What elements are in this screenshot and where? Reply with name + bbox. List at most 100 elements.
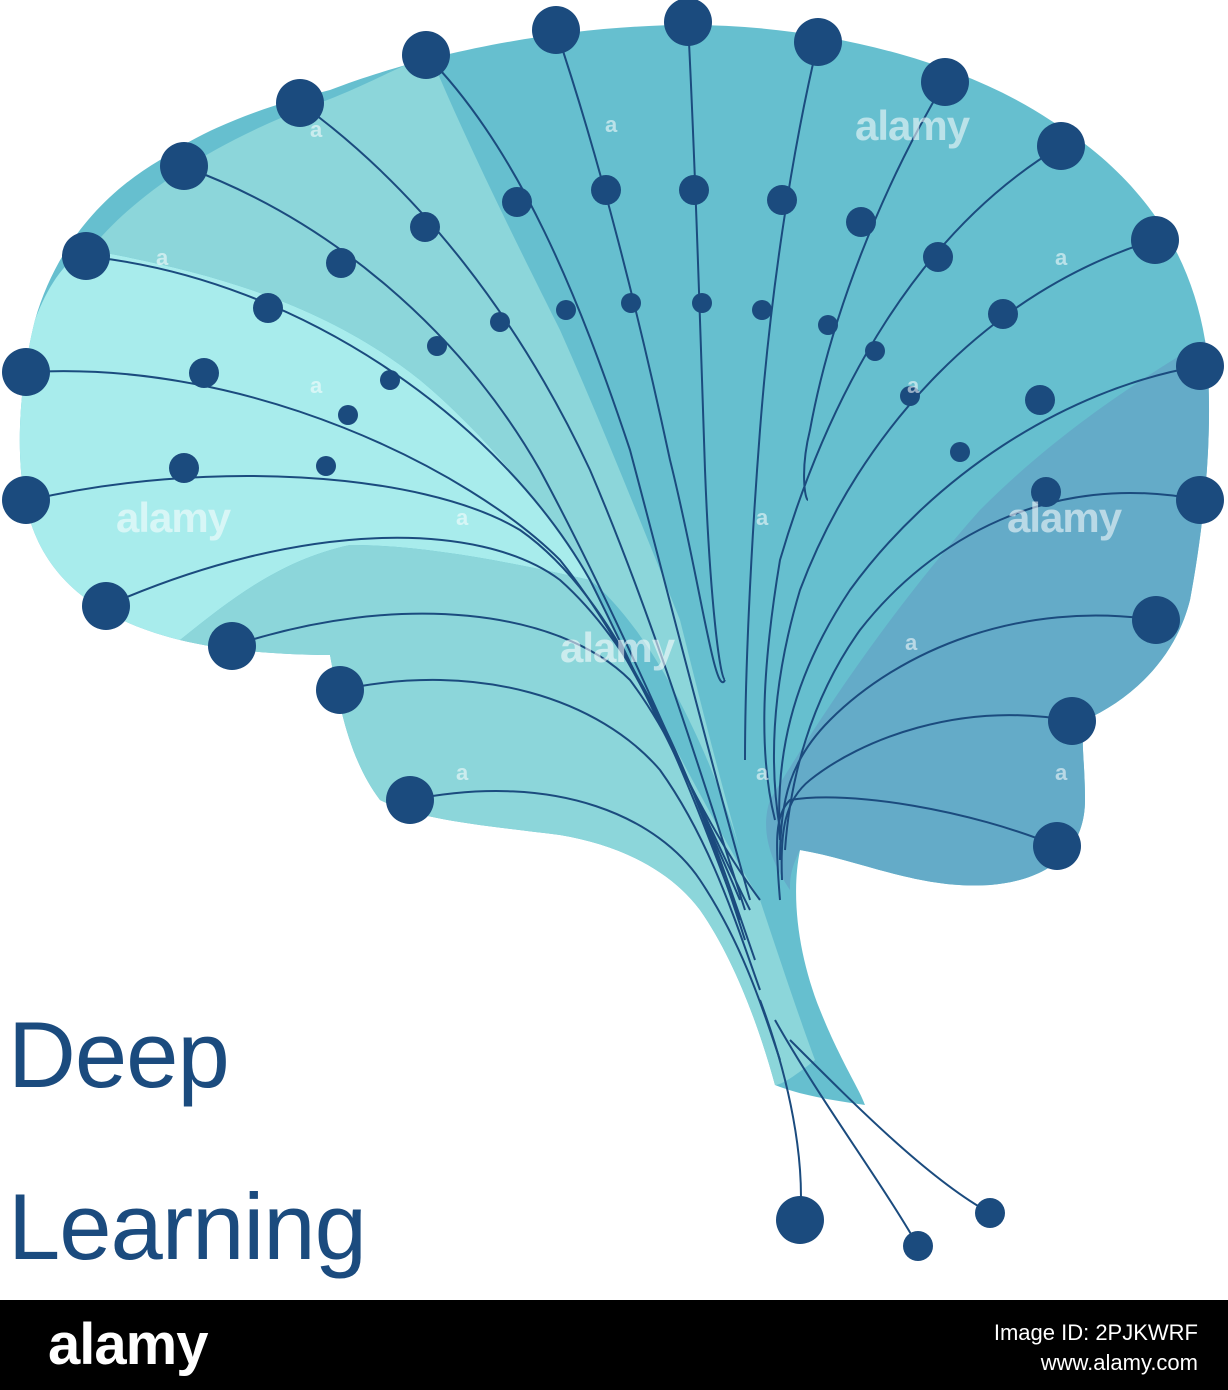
brain-region-right	[766, 340, 1210, 890]
node-circle-icon	[921, 58, 969, 106]
stock-footer-bar: alamy Image ID: 2PJKWRF www.alamy.com	[0, 1300, 1228, 1390]
connection-line	[29, 475, 741, 921]
node-circle-icon	[846, 207, 876, 237]
node-circle-icon	[1037, 122, 1085, 170]
node-circle-icon	[276, 79, 324, 127]
node-circle-icon	[1033, 822, 1081, 870]
node-circle-icon	[1025, 385, 1055, 415]
connection-line	[773, 239, 1156, 831]
node-circle-icon	[752, 300, 772, 320]
node-circle-icon	[160, 142, 208, 190]
connection-line	[687, 21, 726, 681]
connection-line	[778, 365, 1201, 841]
connection-line	[231, 612, 756, 961]
brain-neural-network-icon	[2, 0, 1224, 1261]
alamy-watermark-icon: a	[456, 760, 469, 785]
alamy-logo: alamy	[48, 1312, 208, 1377]
node-circle-icon	[556, 300, 576, 320]
node-circle-icon	[818, 315, 838, 335]
connection-line	[299, 102, 746, 911]
image-id-label: Image ID: 2PJKWRF	[993, 1320, 1198, 1345]
alamy-watermark-icon: a	[310, 373, 323, 398]
node-circle-icon	[903, 1231, 933, 1261]
connection-line	[744, 41, 819, 761]
connection-line	[774, 1019, 919, 1247]
node-circle-icon	[1031, 477, 1061, 507]
connection-line	[779, 614, 1157, 861]
node-circle-icon	[664, 0, 712, 46]
alamy-watermark-icon: a	[907, 373, 920, 398]
node-circle-icon	[326, 248, 356, 278]
alamy-watermark-icon: a	[605, 112, 618, 137]
node-circle-icon	[427, 336, 447, 356]
alamy-watermark-icon: alamy	[1007, 494, 1122, 541]
node-circle-icon	[402, 31, 450, 79]
connection-line	[184, 166, 741, 901]
node-circle-icon	[621, 293, 641, 313]
title-learning: Learning	[8, 1174, 367, 1279]
node-circle-icon	[794, 18, 842, 66]
node-circle-icon	[2, 348, 50, 396]
connection-line	[763, 145, 1062, 821]
node-circle-icon	[865, 341, 885, 361]
node-circle-icon	[1176, 342, 1224, 390]
node-circle-icon	[502, 187, 532, 217]
alamy-watermark-icon: alamy	[855, 102, 970, 149]
alamy-watermark-icon: a	[905, 630, 918, 655]
site-url: www.alamy.com	[1040, 1350, 1198, 1375]
neural-nodes	[2, 0, 1224, 1261]
node-circle-icon	[169, 453, 199, 483]
node-circle-icon	[386, 776, 434, 824]
node-circle-icon	[2, 476, 50, 524]
node-circle-icon	[1131, 216, 1179, 264]
alamy-watermark-icon: alamy	[560, 624, 675, 671]
brain-region-left	[19, 250, 590, 640]
connection-line	[425, 54, 751, 901]
connection-line	[789, 1039, 991, 1214]
footer-meta: Image ID: 2PJKWRF www.alamy.com	[994, 1318, 1198, 1378]
brain-region-upper-mid	[90, 55, 740, 850]
node-circle-icon	[82, 582, 130, 630]
connection-line	[339, 679, 761, 991]
node-circle-icon	[950, 442, 970, 462]
node-circle-icon	[1176, 476, 1224, 524]
alamy-watermark-icon: alamy	[116, 494, 231, 541]
connection-line	[776, 796, 1058, 901]
node-circle-icon	[776, 1196, 824, 1244]
node-circle-icon	[767, 185, 797, 215]
connection-line	[784, 492, 1201, 851]
node-circle-icon	[1132, 596, 1180, 644]
node-circle-icon	[338, 405, 358, 425]
node-circle-icon	[1048, 697, 1096, 745]
title-deep: Deep	[8, 1002, 230, 1107]
node-circle-icon	[410, 212, 440, 242]
node-circle-icon	[62, 232, 110, 280]
node-circle-icon	[316, 666, 364, 714]
connection-line	[409, 790, 781, 1061]
alamy-watermark-icon: a	[156, 245, 169, 270]
node-circle-icon	[591, 175, 621, 205]
node-circle-icon	[490, 312, 510, 332]
node-circle-icon	[923, 242, 953, 272]
neural-connections	[29, 21, 1201, 1247]
node-circle-icon	[532, 6, 580, 54]
node-circle-icon	[679, 175, 709, 205]
node-circle-icon	[988, 299, 1018, 329]
node-circle-icon	[316, 456, 336, 476]
alamy-watermark-icon: a	[456, 505, 469, 530]
alamy-watermark-icon: a	[1055, 245, 1068, 270]
node-circle-icon	[900, 386, 920, 406]
alamy-watermark-icon: a	[310, 117, 323, 142]
connection-line	[803, 81, 946, 501]
node-circle-icon	[692, 293, 712, 313]
alamy-watermark-icon: a	[1055, 760, 1068, 785]
connection-line	[780, 714, 1073, 881]
node-circle-icon	[189, 358, 219, 388]
alamy-watermark-icon: a	[756, 760, 769, 785]
node-circle-icon	[975, 1198, 1005, 1228]
node-circle-icon	[208, 622, 256, 670]
connection-line	[555, 29, 726, 684]
node-circle-icon	[380, 370, 400, 390]
node-circle-icon	[253, 293, 283, 323]
